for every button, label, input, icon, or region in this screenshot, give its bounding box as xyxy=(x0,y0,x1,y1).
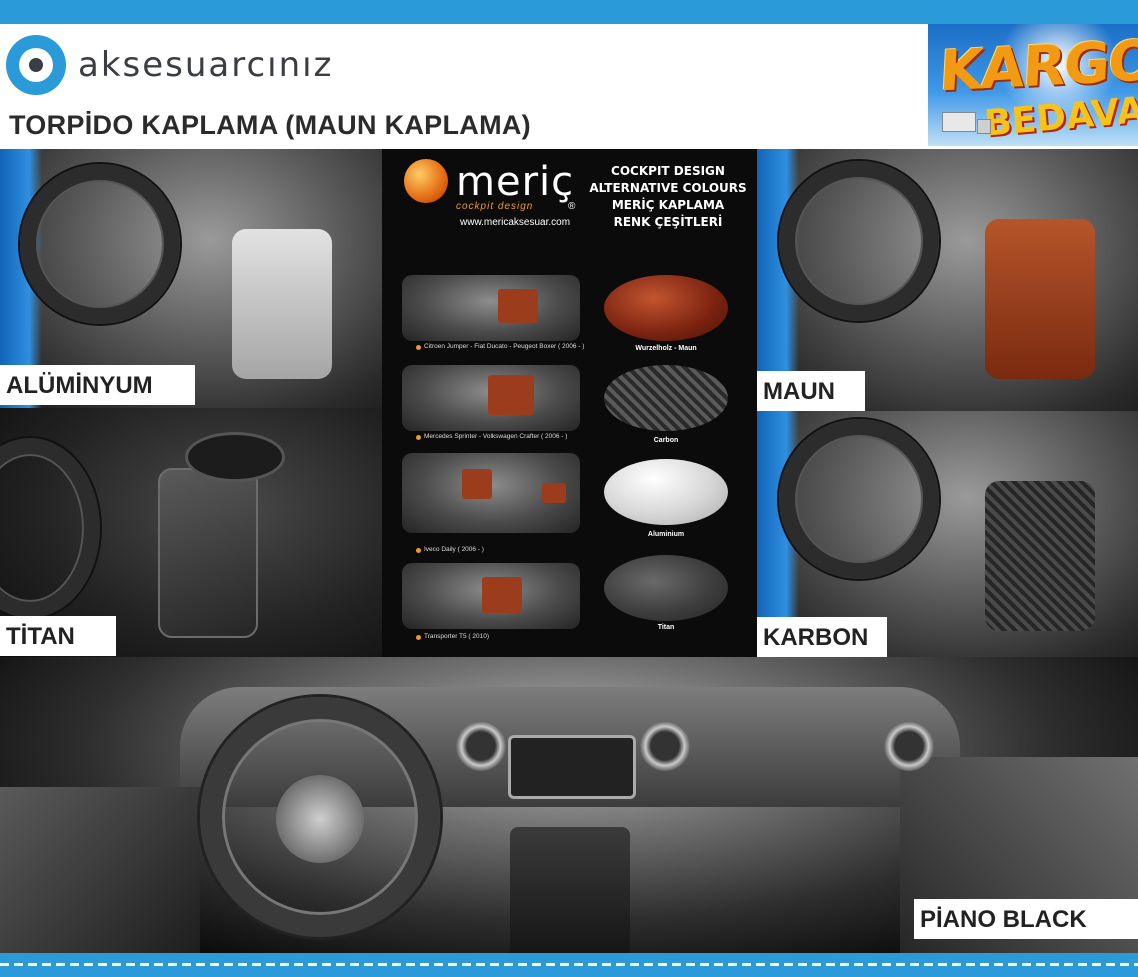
model-photo xyxy=(402,275,580,341)
label-piano-black: PİANO BLACK xyxy=(914,899,1138,939)
catalog-url: www.mericaksesuar.com xyxy=(460,217,571,228)
catalog-heading: COCKPIT DESIGN ALTERNATIVE COLOURS MERİÇ… xyxy=(588,163,748,231)
model-caption: Iveco Daily ( 2006 - ) xyxy=(424,546,484,553)
air-vent xyxy=(884,721,934,771)
site-logo[interactable]: aksesuarcınız xyxy=(6,34,333,96)
logo-text: aksesuarcınız xyxy=(78,45,334,85)
bullet-icon xyxy=(416,548,421,553)
top-bar xyxy=(0,0,1138,24)
bullet-icon xyxy=(416,435,421,440)
maun-console xyxy=(985,219,1095,379)
label-karbon: KARBON xyxy=(757,617,887,657)
label-titan: TİTAN xyxy=(0,616,116,656)
aluminyum-photo: ALÜMİNYUM xyxy=(0,149,382,408)
model-photo xyxy=(402,563,580,629)
swatch-aluminium xyxy=(604,459,728,525)
swatch-caption: Wurzelholz - Maun xyxy=(635,345,697,352)
bullet-icon xyxy=(416,635,421,640)
air-vent xyxy=(456,721,506,771)
center-tunnel xyxy=(510,827,630,953)
swatch-titan xyxy=(604,555,728,621)
meric-catalog: meriç cockpit design ® www.mericaksesuar… xyxy=(382,149,757,657)
maun-photo: MAUN xyxy=(757,149,1138,411)
heading-line: ALTERNATIVE COLOURS xyxy=(589,181,747,195)
model-photo xyxy=(402,453,580,533)
globe-icon xyxy=(404,159,448,203)
swatch-carbon xyxy=(604,365,728,431)
label-aluminyum: ALÜMİNYUM xyxy=(0,365,195,405)
truck-icon xyxy=(942,112,991,134)
steering-wheel xyxy=(20,164,180,324)
gauge-hood xyxy=(185,432,285,482)
steering-wheel xyxy=(0,438,100,618)
steering-wheel xyxy=(779,161,939,321)
bullet-icon xyxy=(416,345,421,350)
titan-photo: TİTAN xyxy=(0,408,382,657)
catalog-sub: cockpit design xyxy=(456,201,534,212)
catalog-reg: ® xyxy=(568,201,576,212)
aluminium-console xyxy=(232,229,332,379)
left-door-panel xyxy=(0,787,200,953)
heading-line: COCKPIT DESIGN xyxy=(611,164,725,178)
karbon-console xyxy=(985,481,1095,631)
steering-wheel xyxy=(779,419,939,579)
logo-icon xyxy=(6,35,66,95)
heading-line: RENK ÇEŞİTLERİ xyxy=(613,215,723,229)
model-photo xyxy=(402,365,580,431)
model-caption: Transporter T5 ( 2010) xyxy=(424,633,490,640)
banner-burst xyxy=(998,24,1118,124)
air-vent xyxy=(640,721,690,771)
swatch-maun xyxy=(604,275,728,341)
radio-unit xyxy=(508,735,636,799)
swatch-caption: Aluminium xyxy=(647,531,685,538)
swatch-caption: Titan xyxy=(657,624,675,631)
piano-black-photo: PİANO BLACK xyxy=(0,657,1138,953)
model-caption: Mercedes Sprinter - Volkswagen Crafter (… xyxy=(424,433,568,440)
catalog-brand: meriç xyxy=(456,159,575,205)
bottom-bar xyxy=(0,953,1138,977)
steering-hub xyxy=(276,775,364,863)
page-title: TORPİDO KAPLAMA (MAUN KAPLAMA) xyxy=(9,110,531,140)
heading-line: MERİÇ KAPLAMA xyxy=(611,198,725,212)
free-shipping-banner[interactable]: KARGO BEDAVA! xyxy=(928,24,1138,146)
swatch-caption: Carbon xyxy=(653,437,679,444)
label-maun: MAUN xyxy=(757,371,865,411)
titan-console xyxy=(158,468,258,638)
model-caption: Citroen Jumper - Fiat Ducato - Peugeot B… xyxy=(424,343,585,350)
karbon-photo: KARBON xyxy=(757,411,1138,657)
